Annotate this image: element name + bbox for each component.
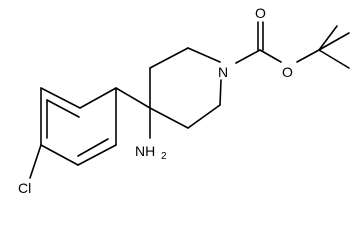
bond-ring-n-c2: [187, 47, 221, 63]
bond-ester-o-tbutyl: [296, 49, 320, 63]
bond-phenyl-c5-c6: [77, 144, 117, 166]
bond-phenyl-inner-1: [46, 99, 80, 118]
bond-phenyl-cl: [29, 144, 42, 179]
bond-tbutyl-methyl-1: [318, 32, 350, 51]
bond-phenyl-c4-c5: [40, 144, 79, 166]
bond-ring-c2-c3: [149, 47, 189, 69]
bond-ring-c4-c5: [149, 107, 189, 129]
bond-ring-c5-c6: [187, 104, 221, 129]
chemical-structure: N O O NH 2 Cl: [18, 5, 350, 196]
atom-o-carbonyl: O: [255, 5, 266, 21]
bond-phenyl-c2-c3: [40, 87, 81, 109]
bond-tbutyl-methyl-3: [318, 25, 338, 51]
atom-amine: NH: [135, 143, 155, 159]
atom-n-piperidine: N: [218, 64, 228, 80]
atom-chlorine: Cl: [18, 180, 31, 196]
bond-n-carbonyl: [235, 49, 261, 64]
bond-phenyl-inner-2: [77, 138, 109, 157]
bond-phenyl-c1-c2: [79, 87, 117, 109]
bond-c4-phenyl: [115, 87, 151, 109]
bond-tbutyl-methyl-2: [318, 49, 350, 69]
bond-carbonyl-ester-o: [259, 49, 282, 63]
atom-labels: N O O NH 2 Cl: [18, 5, 293, 196]
atom-amine-subscript: 2: [161, 151, 167, 162]
bonds: [29, 21, 350, 179]
atom-o-ester: O: [282, 64, 293, 80]
bond-ring-c6-n: [219, 79, 222, 106]
